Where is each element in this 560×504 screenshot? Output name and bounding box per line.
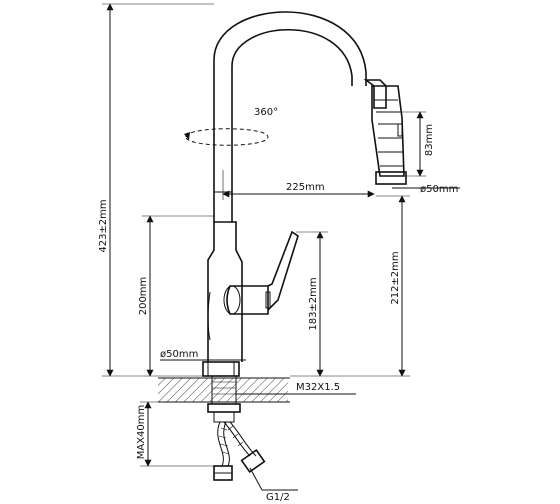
countertop-section xyxy=(158,377,290,403)
outlet-height-label: 212±2mm xyxy=(390,251,401,304)
spout-reach-label: 225mm xyxy=(286,182,325,193)
dim-spout-reach xyxy=(222,170,375,200)
supply-hoses xyxy=(213,421,266,481)
body-height-label: 200mm xyxy=(138,277,149,316)
faucet-body xyxy=(202,221,299,377)
hose-thread-label: G1/2 xyxy=(266,492,290,503)
handle-height-label: 183±2mm xyxy=(308,277,319,330)
dim-total-height xyxy=(102,3,214,377)
total-height-label: 423±2mm xyxy=(98,199,109,252)
rotation-label: 360° xyxy=(254,107,278,118)
dim-spray-head-length xyxy=(400,111,426,177)
dim-max-counter-thickness xyxy=(140,401,214,467)
dim-body-height xyxy=(142,215,214,377)
mount-thread-label: M32X1.5 xyxy=(296,382,340,393)
rotation-indicator xyxy=(184,128,269,146)
base-diameter-label: ø50mm xyxy=(160,349,198,360)
spray-head-diameter-label: ø50mm xyxy=(420,184,458,195)
gooseneck-spout xyxy=(213,11,367,223)
spray-head-length-label: 83mm xyxy=(424,124,435,156)
dim-hose-thread xyxy=(249,467,298,491)
dim-outlet-height xyxy=(290,195,410,377)
max-thickness-label: MAX40mm xyxy=(136,405,147,460)
spray-head xyxy=(363,79,407,185)
dim-handle-height xyxy=(296,231,328,377)
